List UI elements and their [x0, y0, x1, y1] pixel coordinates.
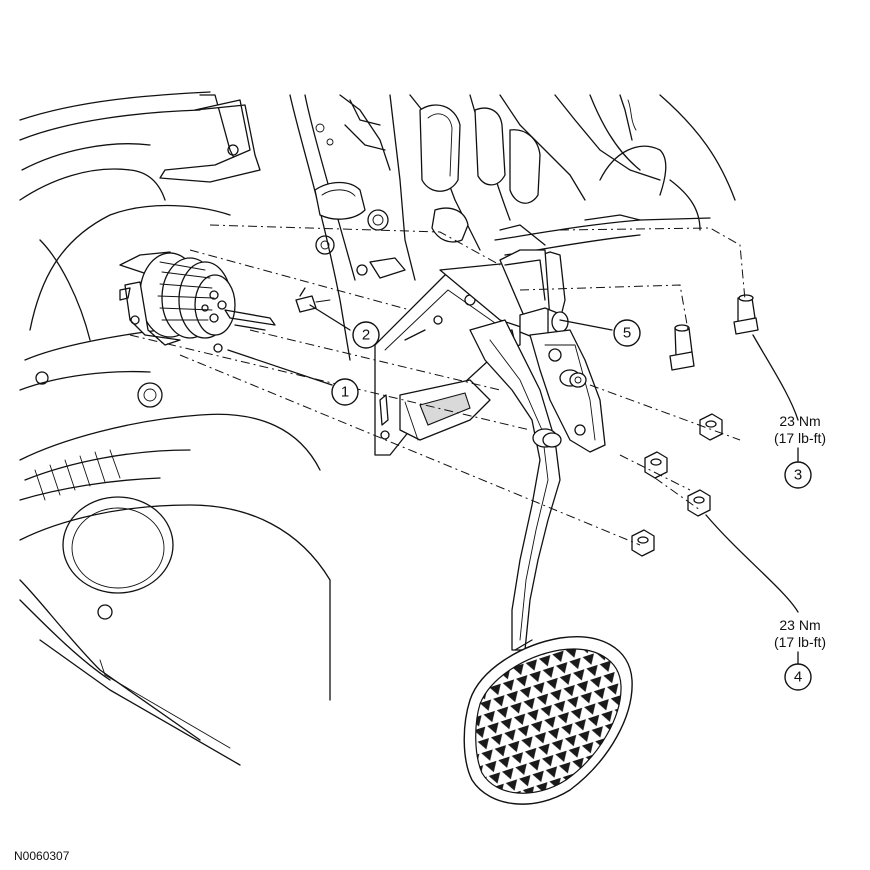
- callout-leaders: [227, 304, 799, 665]
- nut-center-right: [699, 413, 723, 441]
- callout-3-number: 3: [794, 467, 802, 484]
- figure-id: N0060307: [14, 849, 70, 863]
- callout-1-number: 1: [341, 384, 349, 401]
- callout-4: 23 Nm (17 lb-ft) 4: [774, 617, 826, 691]
- torque-spec-4-imperial: (17 lb-ft): [774, 634, 826, 650]
- nut-lower: [631, 529, 655, 557]
- torque-spec-3-imperial: (17 lb-ft): [774, 430, 826, 446]
- callout-3: 23 Nm (17 lb-ft) 3: [774, 413, 826, 489]
- vehicle-body-structure: [19, 91, 736, 766]
- torque-spec-4-metric: 23 Nm: [779, 617, 820, 633]
- torque-spec-3-metric: 23 Nm: [779, 413, 820, 429]
- callout-4-number: 4: [794, 669, 802, 686]
- nut-middle: [644, 451, 668, 479]
- bolt-upper-right: [733, 294, 759, 335]
- alignment-lines: [129, 224, 746, 546]
- callout-1: 1: [331, 378, 359, 406]
- callout-2-number: 2: [362, 327, 370, 344]
- callout-5: 5: [613, 319, 641, 347]
- brake-booster: [119, 251, 331, 353]
- pedal-pad: [463, 636, 633, 805]
- callout-5-number: 5: [623, 325, 631, 342]
- fasteners: [631, 294, 759, 557]
- callout-2: 2: [352, 321, 380, 349]
- nut-callout4: [687, 489, 711, 517]
- bolt-upper-middle: [669, 324, 695, 371]
